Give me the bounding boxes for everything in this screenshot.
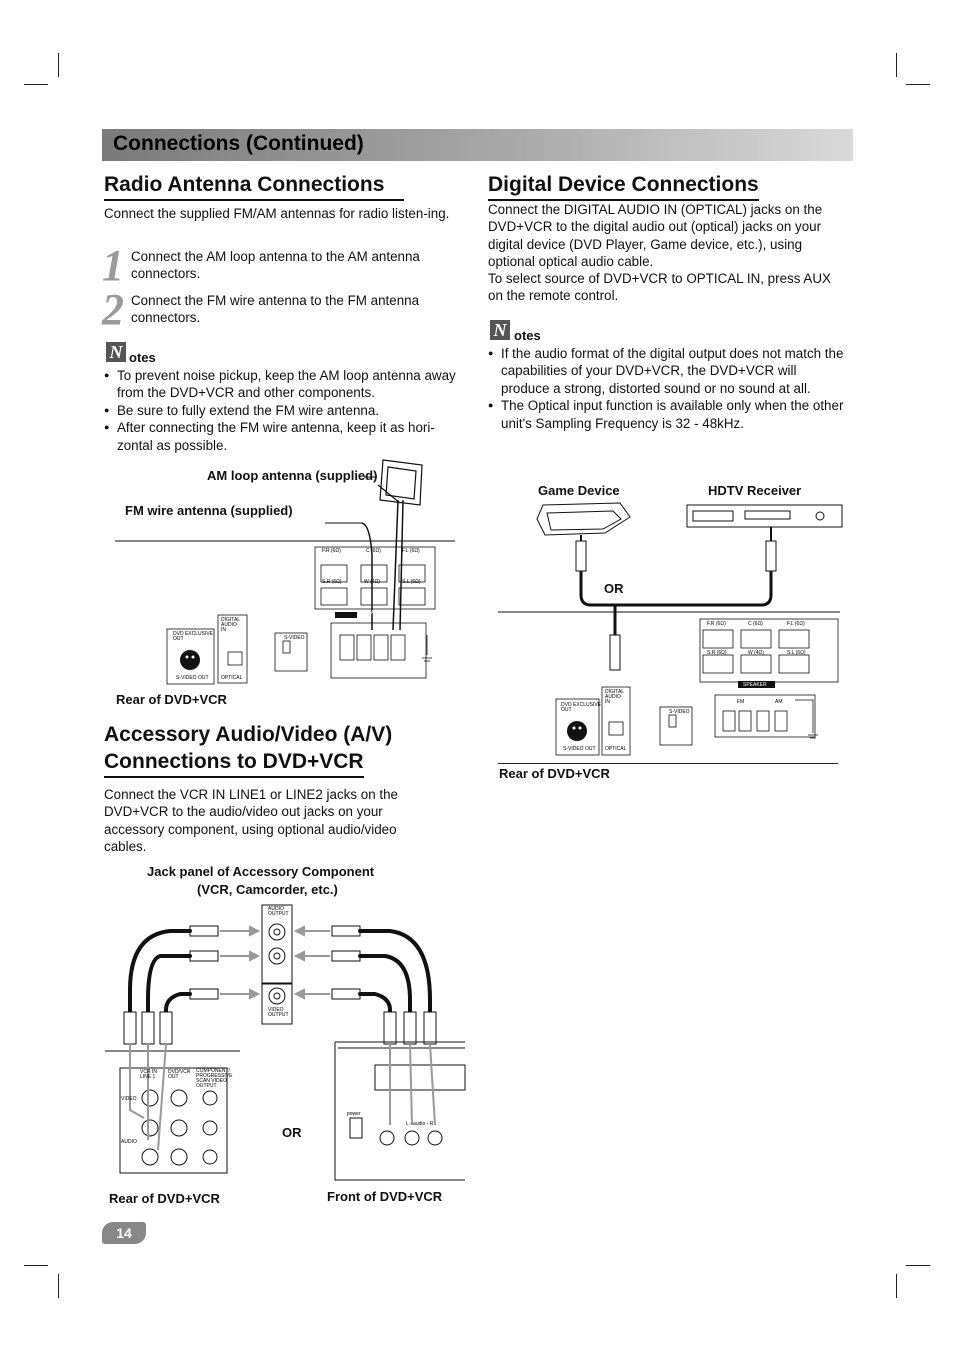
note-item: If the audio format of the digital outpu… <box>488 345 846 397</box>
crop-mark <box>896 1274 897 1298</box>
panel-label: DIGITAL AUDIO IN <box>605 689 624 705</box>
panel-label: S.L (6Ω) <box>402 579 421 585</box>
am-loop-antenna-icon <box>377 459 423 506</box>
panel-label: VIDEO <box>121 1096 137 1102</box>
notes-icon: N <box>106 342 126 362</box>
note-item: Be sure to fully extend the FM wire ante… <box>104 402 464 420</box>
rear-dvd-vcr-label: Rear of DVD+VCR <box>109 1191 220 1206</box>
panel-label: F.L (6Ω) <box>402 548 420 554</box>
panel-label: S.R (6Ω) <box>707 650 727 656</box>
page-title: Connections (Continued) <box>113 132 364 155</box>
radio-intro: Connect the supplied FM/AM antennas for … <box>104 206 450 221</box>
panel-label: S-VIDEO OUT <box>176 675 209 681</box>
panel-label: VIDEO OUTPUT <box>268 1007 289 1018</box>
crop-mark <box>58 53 59 77</box>
notes-icon: N <box>490 320 510 340</box>
crop-mark <box>24 84 48 85</box>
accessory-av-diagram <box>105 904 466 1181</box>
crop-mark <box>906 1265 930 1266</box>
panel-label: S-VIDEO OUT <box>563 746 596 752</box>
panel-label: F.L (6Ω) <box>787 621 805 627</box>
panel-label: W (4Ω) <box>364 579 380 585</box>
crop-mark <box>58 1274 59 1298</box>
diagram-baseline <box>498 763 838 764</box>
digital-device-heading: Digital Device Connections <box>488 172 759 201</box>
radio-antenna-heading: Radio Antenna Connections <box>104 172 404 201</box>
page-number-badge: 14 <box>102 1222 146 1244</box>
step-number: 2 <box>102 285 124 334</box>
radio-antenna-diagram <box>115 459 455 685</box>
step-number: 1 <box>102 241 124 290</box>
notes-label: otes <box>514 328 541 343</box>
section-header-bar: Connections (Continued) <box>102 129 853 161</box>
game-device-icon <box>536 502 631 536</box>
jack-panel-label: Jack panel of Accessory Component <box>147 864 375 879</box>
panel-label: C (6Ω) <box>366 548 381 554</box>
am-antenna-label: AM loop antenna (supplied) <box>207 468 378 483</box>
panel-label: power <box>347 1111 361 1117</box>
panel-label: S-VIDEO <box>669 709 690 715</box>
panel-label: W (4Ω) <box>748 650 764 656</box>
speaker-terminal-panel <box>555 618 839 756</box>
note-item: The Optical input function is available … <box>488 397 846 432</box>
digital-intro-2: To select source of DVD+VCR to OPTICAL I… <box>488 271 831 304</box>
note-item: To prevent noise pickup, keep the AM loo… <box>104 367 464 402</box>
crop-mark <box>896 53 897 77</box>
panel-label: S.L (6Ω) <box>787 650 806 656</box>
digital-device-diagram <box>498 502 843 756</box>
panel-label: F.R (6Ω) <box>707 621 726 627</box>
panel-label: OPTICAL <box>221 675 243 681</box>
panel-label: AM <box>775 699 783 705</box>
radio-notes-list: To prevent noise pickup, keep the AM loo… <box>104 367 464 454</box>
rear-dvd-vcr-label: Rear of DVD+VCR <box>499 766 610 781</box>
jack-panel-accessory <box>261 904 293 1025</box>
panel-label: F.R (6Ω) <box>322 548 341 554</box>
panel-label: DVD EXCLUSIVE OUT <box>561 702 602 713</box>
rear-dvd-vcr-label: Rear of DVD+VCR <box>116 692 227 707</box>
panel-label: AUDIO OUTPUT <box>268 906 289 917</box>
front-panel <box>334 1041 466 1181</box>
panel-label: SPEAKER <box>361 610 385 616</box>
crop-mark <box>24 1265 48 1266</box>
fm-antenna-label: FM wire antenna (supplied) <box>125 503 293 518</box>
step-text: Connect the AM loop antenna to the AM an… <box>131 249 420 282</box>
step-text: Connect the FM wire antenna to the FM an… <box>131 293 420 326</box>
panel-label: FM <box>737 699 745 705</box>
rear-jack-panel <box>119 1067 228 1174</box>
or-label: OR <box>604 581 624 596</box>
panel-label: S-VIDEO <box>284 635 305 641</box>
panel-label: DIGITAL AUDIO IN <box>221 617 240 633</box>
notes-label: otes <box>129 350 156 365</box>
panel-label: DVD/VCR OUT <box>168 1069 191 1080</box>
panel-label: DVD EXCLUSIVE OUT <box>173 631 214 642</box>
panel-label: SPEAKER <box>743 682 767 688</box>
front-dvd-vcr-label: Front of DVD+VCR <box>327 1189 443 1204</box>
panel-label: AUDIO <box>121 1139 137 1145</box>
hdtv-receiver-label: HDTV Receiver <box>708 483 802 498</box>
game-device-label: Game Device <box>538 483 620 498</box>
digital-notes-list: If the audio format of the digital outpu… <box>488 345 846 432</box>
panel-label: C (6Ω) <box>748 621 763 627</box>
panel-label: OPTICAL <box>605 746 627 752</box>
note-item: After connecting the FM wire antenna, ke… <box>104 419 464 454</box>
panel-label: COMPONENT/ PROGRESSIVE SCAN VIDEO OUTPUT <box>196 1068 233 1089</box>
panel-label: VCR IN LINE 1 <box>140 1069 157 1080</box>
or-label: OR <box>282 1125 302 1140</box>
digital-intro: Connect the DIGITAL AUDIO IN (OPTICAL) j… <box>488 202 823 270</box>
jack-panel-sublabel: (VCR, Camcorder, etc.) <box>197 882 338 897</box>
hdtv-receiver-icon <box>686 504 843 528</box>
panel-label: S.R (6Ω) <box>322 579 342 585</box>
speaker-terminal-panel <box>166 546 436 685</box>
accessory-intro: Connect the VCR IN LINE1 or LINE2 jacks … <box>104 787 398 855</box>
panel-label: L - audio - R <box>406 1121 434 1127</box>
crop-mark <box>906 84 930 85</box>
accessory-av-heading-line2: Connections to DVD+VCR <box>104 749 364 778</box>
accessory-av-heading-line1: Accessory Audio/Video (A/V) <box>104 723 393 746</box>
